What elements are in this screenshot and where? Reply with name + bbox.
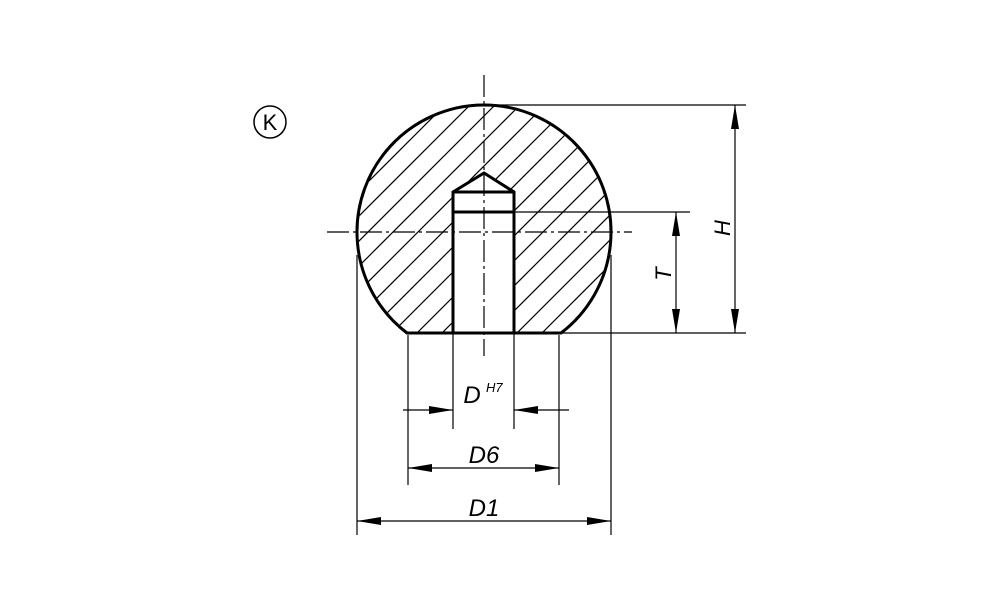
svg-text:D6: D6 [469,442,500,469]
hatch-line [356,105,611,334]
hatch-line [356,105,401,334]
hatch-line [499,105,611,334]
extension-lines [356,104,746,535]
hatch-line [524,105,611,334]
svg-text:H7: H7 [486,380,503,395]
hatch-line [0,0,350,400]
dimension-d1: D1 [357,495,611,525]
dimension-h: H [710,105,739,333]
svg-text:D1: D1 [469,495,500,522]
hatch-line [399,105,611,334]
hatch-line [356,105,611,334]
centerlines [327,75,632,356]
hatch-line [574,105,611,334]
hatch-line [356,105,376,334]
hatch-line [675,0,1000,400]
hatch-line [356,105,601,334]
dimension-t: T [651,212,680,333]
hatch-line [356,105,426,334]
hatch-line [625,0,1000,400]
svg-text:H: H [710,220,735,236]
hatch-line [374,105,611,334]
hatch-line [549,105,611,334]
hatch-line [474,105,611,334]
dimension-d: D H7 [403,380,569,414]
svg-text:D: D [463,382,480,409]
svg-text:T: T [651,266,676,281]
hatch-line [356,105,576,334]
hatch-line [650,0,1000,400]
hatch-line [0,0,325,400]
hatch-line [356,105,611,334]
hatch-line [356,105,611,334]
dimension-d6: D6 [408,442,559,472]
variant-mark-k: K [253,105,287,139]
svg-text:K: K [263,110,278,135]
hatch-line [356,105,501,334]
hatch-line [356,105,451,334]
hatch-line [0,0,300,400]
hatch-line [356,105,476,334]
hatch-line [599,105,611,334]
